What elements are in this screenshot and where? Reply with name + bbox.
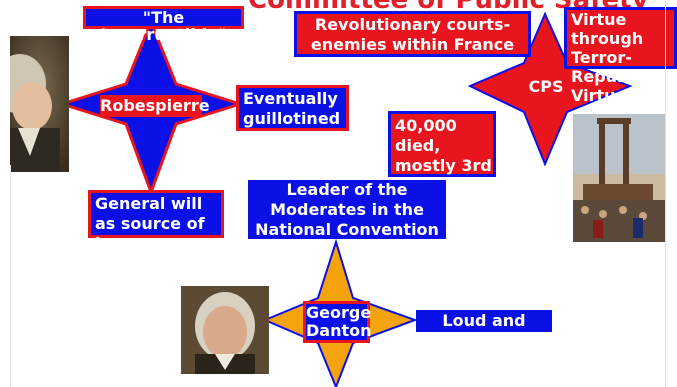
robespierre-portrait-image bbox=[10, 36, 69, 172]
danton-label: George Danton bbox=[306, 303, 372, 340]
danton-trait: Loud and Brash bbox=[442, 311, 526, 352]
robespierre-fate-box: Eventually guillotined bbox=[236, 85, 349, 131]
robespierre-general-will-box: General will as source of law bbox=[88, 190, 224, 253]
robespierre-nickname-box: "The Incorruptible" bbox=[83, 6, 244, 43]
robespierre-fate: Eventually guillotined bbox=[243, 89, 341, 128]
guillotine-painting bbox=[573, 114, 665, 242]
danton-leader: Leader of the Moderates in the National … bbox=[255, 180, 439, 239]
cps-virtue-box: Virtue through Terror- Republic of Virtu… bbox=[564, 7, 677, 105]
cps-label: CPS bbox=[528, 77, 564, 96]
robespierre-label-box: Robespierre bbox=[100, 95, 210, 117]
cps-virtue: Virtue through Terror- Republic of Virtu… bbox=[571, 10, 673, 105]
cps-courts: Revolutionary courts- enemies within Fra… bbox=[310, 15, 515, 54]
robespierre-general-will: General will as source of law bbox=[95, 194, 205, 253]
danton-portrait bbox=[181, 286, 269, 374]
slide-border-left bbox=[10, 165, 11, 387]
danton-label-box: George Danton bbox=[303, 301, 372, 343]
cps-courts-box: Revolutionary courts- enemies within Fra… bbox=[294, 11, 531, 57]
slide-border-right bbox=[665, 0, 666, 387]
cps-star bbox=[467, 11, 633, 167]
danton-trait-box: Loud and Brash bbox=[416, 310, 552, 352]
guillotine-painting-image bbox=[573, 114, 665, 242]
robespierre-portrait bbox=[10, 36, 69, 172]
danton-portrait-image bbox=[181, 286, 269, 374]
cps-deaths-box: 40,000 died, mostly 3rd Estate bbox=[388, 111, 496, 195]
robespierre-nickname: "The Incorruptible" bbox=[100, 8, 227, 44]
robespierre-label: Robespierre bbox=[100, 96, 210, 115]
danton-leader-box: Leader of the Moderates in the National … bbox=[248, 180, 446, 239]
